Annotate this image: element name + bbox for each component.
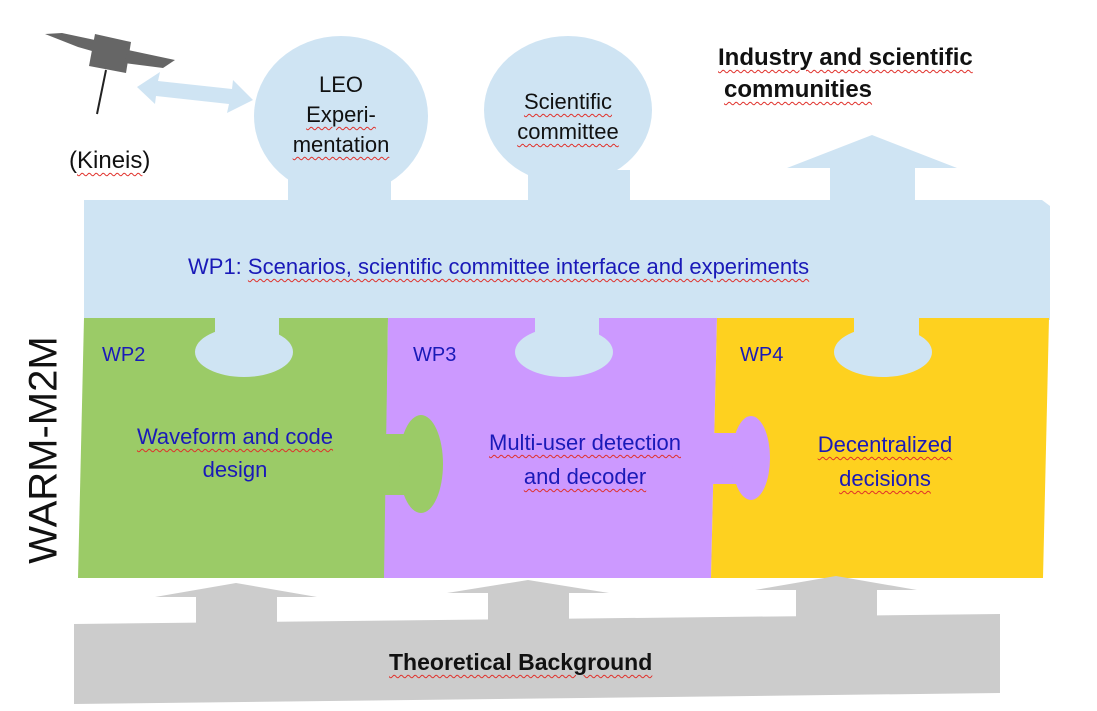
wp2-line-1: Waveform and code: [136, 424, 334, 449]
wp3-line-1: Multi-user detection: [489, 430, 681, 455]
scientific-committee-label: Scientific committee: [493, 87, 643, 147]
leo-experimentation-label: LEO Experi- mentation: [271, 70, 411, 160]
paren-close: ): [142, 147, 151, 174]
wp3-piece: [384, 318, 717, 578]
committee-line-1: Scientific: [523, 89, 613, 114]
leo-bubble: [254, 36, 428, 205]
wp1-band: [84, 200, 1050, 320]
satellite-icon: [45, 33, 175, 115]
wp3-id: WP3: [413, 344, 457, 366]
committee-line-2: committee: [517, 119, 619, 144]
wp2-piece: [78, 318, 388, 578]
industry-label: Industry and scientific communities: [718, 42, 973, 106]
wp2-title: Waveform and code design: [100, 420, 370, 486]
industry-line-1: Industry and scientific: [718, 44, 973, 71]
wp1-tabs: [195, 316, 932, 377]
wp3-title: Multi-user detection and decoder: [445, 426, 725, 494]
wp1-prefix: WP1:: [188, 254, 242, 279]
foundation-label: Theoretical Background: [389, 649, 653, 675]
industry-line-2: communities: [724, 76, 873, 103]
satellite-label: (Kineis): [69, 146, 150, 175]
leo-line-3: mentation: [292, 132, 390, 157]
wp3-tab: [709, 416, 770, 500]
wp2-id: WP2: [102, 344, 146, 366]
wp4-piece: [711, 318, 1049, 578]
wp4-title: Decentralized decisions: [770, 428, 1000, 496]
wp2-tab: [380, 415, 443, 513]
leo-line-1: LEO: [318, 72, 364, 97]
wp4-line-2: decisions: [839, 466, 931, 491]
leo-line-2: Experi-: [306, 102, 376, 127]
industry-arrow-icon: [787, 135, 957, 205]
wp2-line-2: design: [202, 457, 268, 482]
wp3-line-2: and decoder: [523, 464, 647, 489]
double-arrow-icon: [137, 72, 253, 113]
wp4-id: WP4: [740, 344, 784, 366]
wp1-title: Scenarios, scientific committee interfac…: [247, 254, 810, 279]
foundation-block: [74, 576, 1000, 704]
committee-bubble: [484, 36, 652, 205]
wp4-line-1: Decentralized: [817, 432, 953, 457]
kineis-text: Kineis: [77, 147, 143, 174]
paren-open: (: [69, 147, 77, 174]
project-title: WARM-M2M: [21, 336, 66, 564]
wp1-label: WP1: Scenarios, scientific committee int…: [188, 254, 809, 281]
